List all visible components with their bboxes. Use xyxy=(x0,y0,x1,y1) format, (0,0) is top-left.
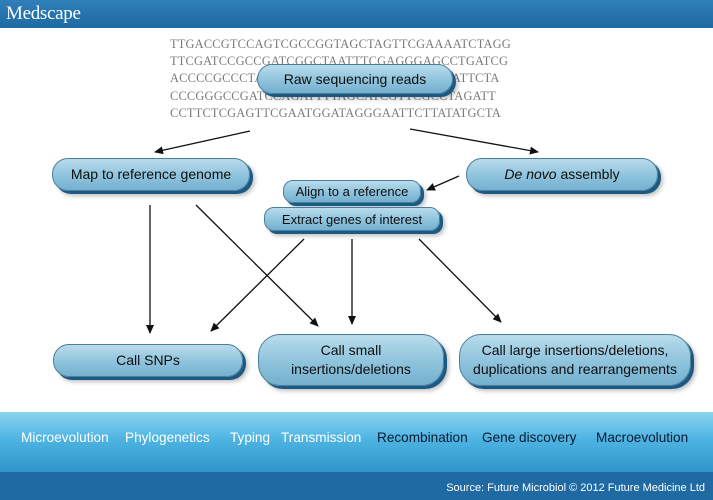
arrow-extract-to-snps xyxy=(210,238,305,332)
node-label: Extract genes of interest xyxy=(281,211,423,227)
applications-band xyxy=(0,412,713,472)
application-label: Microevolution xyxy=(21,430,109,445)
application-label: Transmission xyxy=(281,430,362,445)
medscape-logo[interactable]: Medscape xyxy=(6,3,81,24)
map-to-reference-node: Map to reference genome xyxy=(52,158,250,191)
arrow-reads-to-map xyxy=(154,130,251,155)
sequence-line: TTGACCGTCCAGTCGCCGGTAGCTAGTTCGAAAATCTAGG xyxy=(170,37,511,51)
call-small-indels-node: Call small insertions/deletions xyxy=(258,334,444,386)
call-snps-node: Call SNPs xyxy=(53,344,243,377)
arrow-reads-to-denovo xyxy=(409,128,539,155)
arrow-denovo-to-align xyxy=(426,175,460,191)
footer-bar: Source: Future Microbiol © 2012 Future M… xyxy=(0,472,713,500)
node-label-line: insertions/deletions xyxy=(291,361,411,377)
node-label-line: Call large insertions/deletions, xyxy=(481,342,669,358)
source-credit: Source: Future Microbiol © 2012 Future M… xyxy=(446,482,705,494)
application-label: Recombination xyxy=(377,430,468,445)
sequence-line: CCTTCTCGAGTTCGAATGGATAGGGAATTCTTATATGCTA xyxy=(170,105,501,120)
connector-arrows xyxy=(146,128,539,334)
arrow-extract-to-large xyxy=(418,238,502,323)
raw-sequencing-reads-node: Raw sequencing reads xyxy=(257,64,453,94)
node-label: De novo assembly xyxy=(504,165,619,184)
call-large-indels-node: Call large insertions/deletions, duplica… xyxy=(459,334,691,386)
node-label: Align to a reference xyxy=(295,184,409,199)
node-label-line: Call small xyxy=(320,342,382,358)
node-label: Raw sequencing reads xyxy=(283,70,427,87)
node-label-line: duplications and rearrangements xyxy=(473,361,677,377)
node-label: Map to reference genome xyxy=(70,166,232,182)
node-label-italic: De novo xyxy=(504,166,557,182)
align-to-reference-node: Align to a reference xyxy=(283,180,421,203)
arrow-map-to-small xyxy=(195,204,319,327)
de-novo-assembly-node: De novo assembly xyxy=(466,158,658,191)
header-bar: Medscape xyxy=(0,0,713,28)
extract-genes-node: Extract genes of interest xyxy=(264,207,440,231)
application-label: Phylogenetics xyxy=(125,430,210,445)
application-label: Typing xyxy=(230,430,271,445)
applications-strip: Microevolution Phylogenetics Typing Tran… xyxy=(0,413,713,463)
node-label-rest: assembly xyxy=(556,166,620,182)
application-label: Macroevolution xyxy=(596,430,689,445)
node-label: Call SNPs xyxy=(116,352,180,368)
application-label: Gene discovery xyxy=(482,430,577,445)
